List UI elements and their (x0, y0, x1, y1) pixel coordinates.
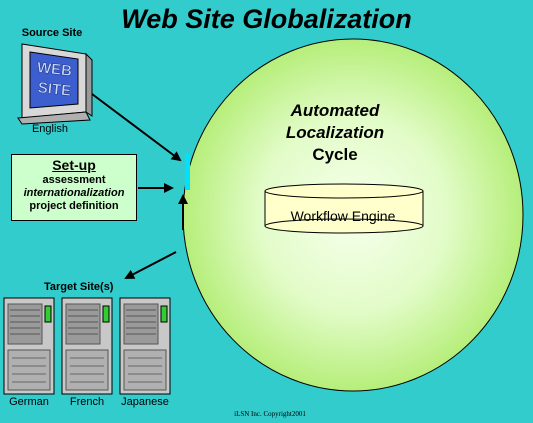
server-label-french: French (69, 396, 105, 408)
entry-point-marker (185, 154, 190, 190)
setup-line-internationalization: internationalization (23, 187, 125, 199)
setup-line-assessment: assessment (42, 174, 106, 186)
monitor-screen-text-2: SITE (37, 79, 72, 99)
cycle-line-3: Cycle (312, 145, 358, 164)
setup-heading: Set-up (52, 157, 96, 173)
workflow-engine-cylinder (264, 183, 424, 234)
cycle-line-2: Localization (285, 123, 385, 142)
copyright-notice: iLSN Inc. Copyright2001 (234, 410, 306, 418)
source-site-monitor-icon (17, 43, 93, 125)
server-icon-japanese (119, 297, 171, 395)
workflow-engine-label: Workflow Engine (290, 208, 396, 224)
setup-line-project-definition: project definition (29, 200, 119, 212)
monitor-screen-text-1: WEB (36, 59, 73, 80)
server-icon-french (61, 297, 113, 395)
cycle-to-targets-arrow (124, 251, 177, 279)
page-title: Web Site Globalization (121, 4, 412, 34)
source-language-label: English (31, 123, 69, 135)
source-site-label: Source Site (21, 27, 83, 39)
source-to-cycle-arrow (91, 93, 182, 162)
target-sites-label: Target Site(s) (44, 281, 114, 293)
server-icon-german (3, 297, 55, 395)
server-label-german: German (9, 396, 49, 408)
setup-box: Set-up assessment internationalization p… (11, 154, 137, 221)
cycle-line-1: Automated (290, 101, 380, 120)
cycle-label: Automated Localization Cycle (240, 100, 430, 166)
server-label-japanese: Japanese (121, 396, 169, 408)
